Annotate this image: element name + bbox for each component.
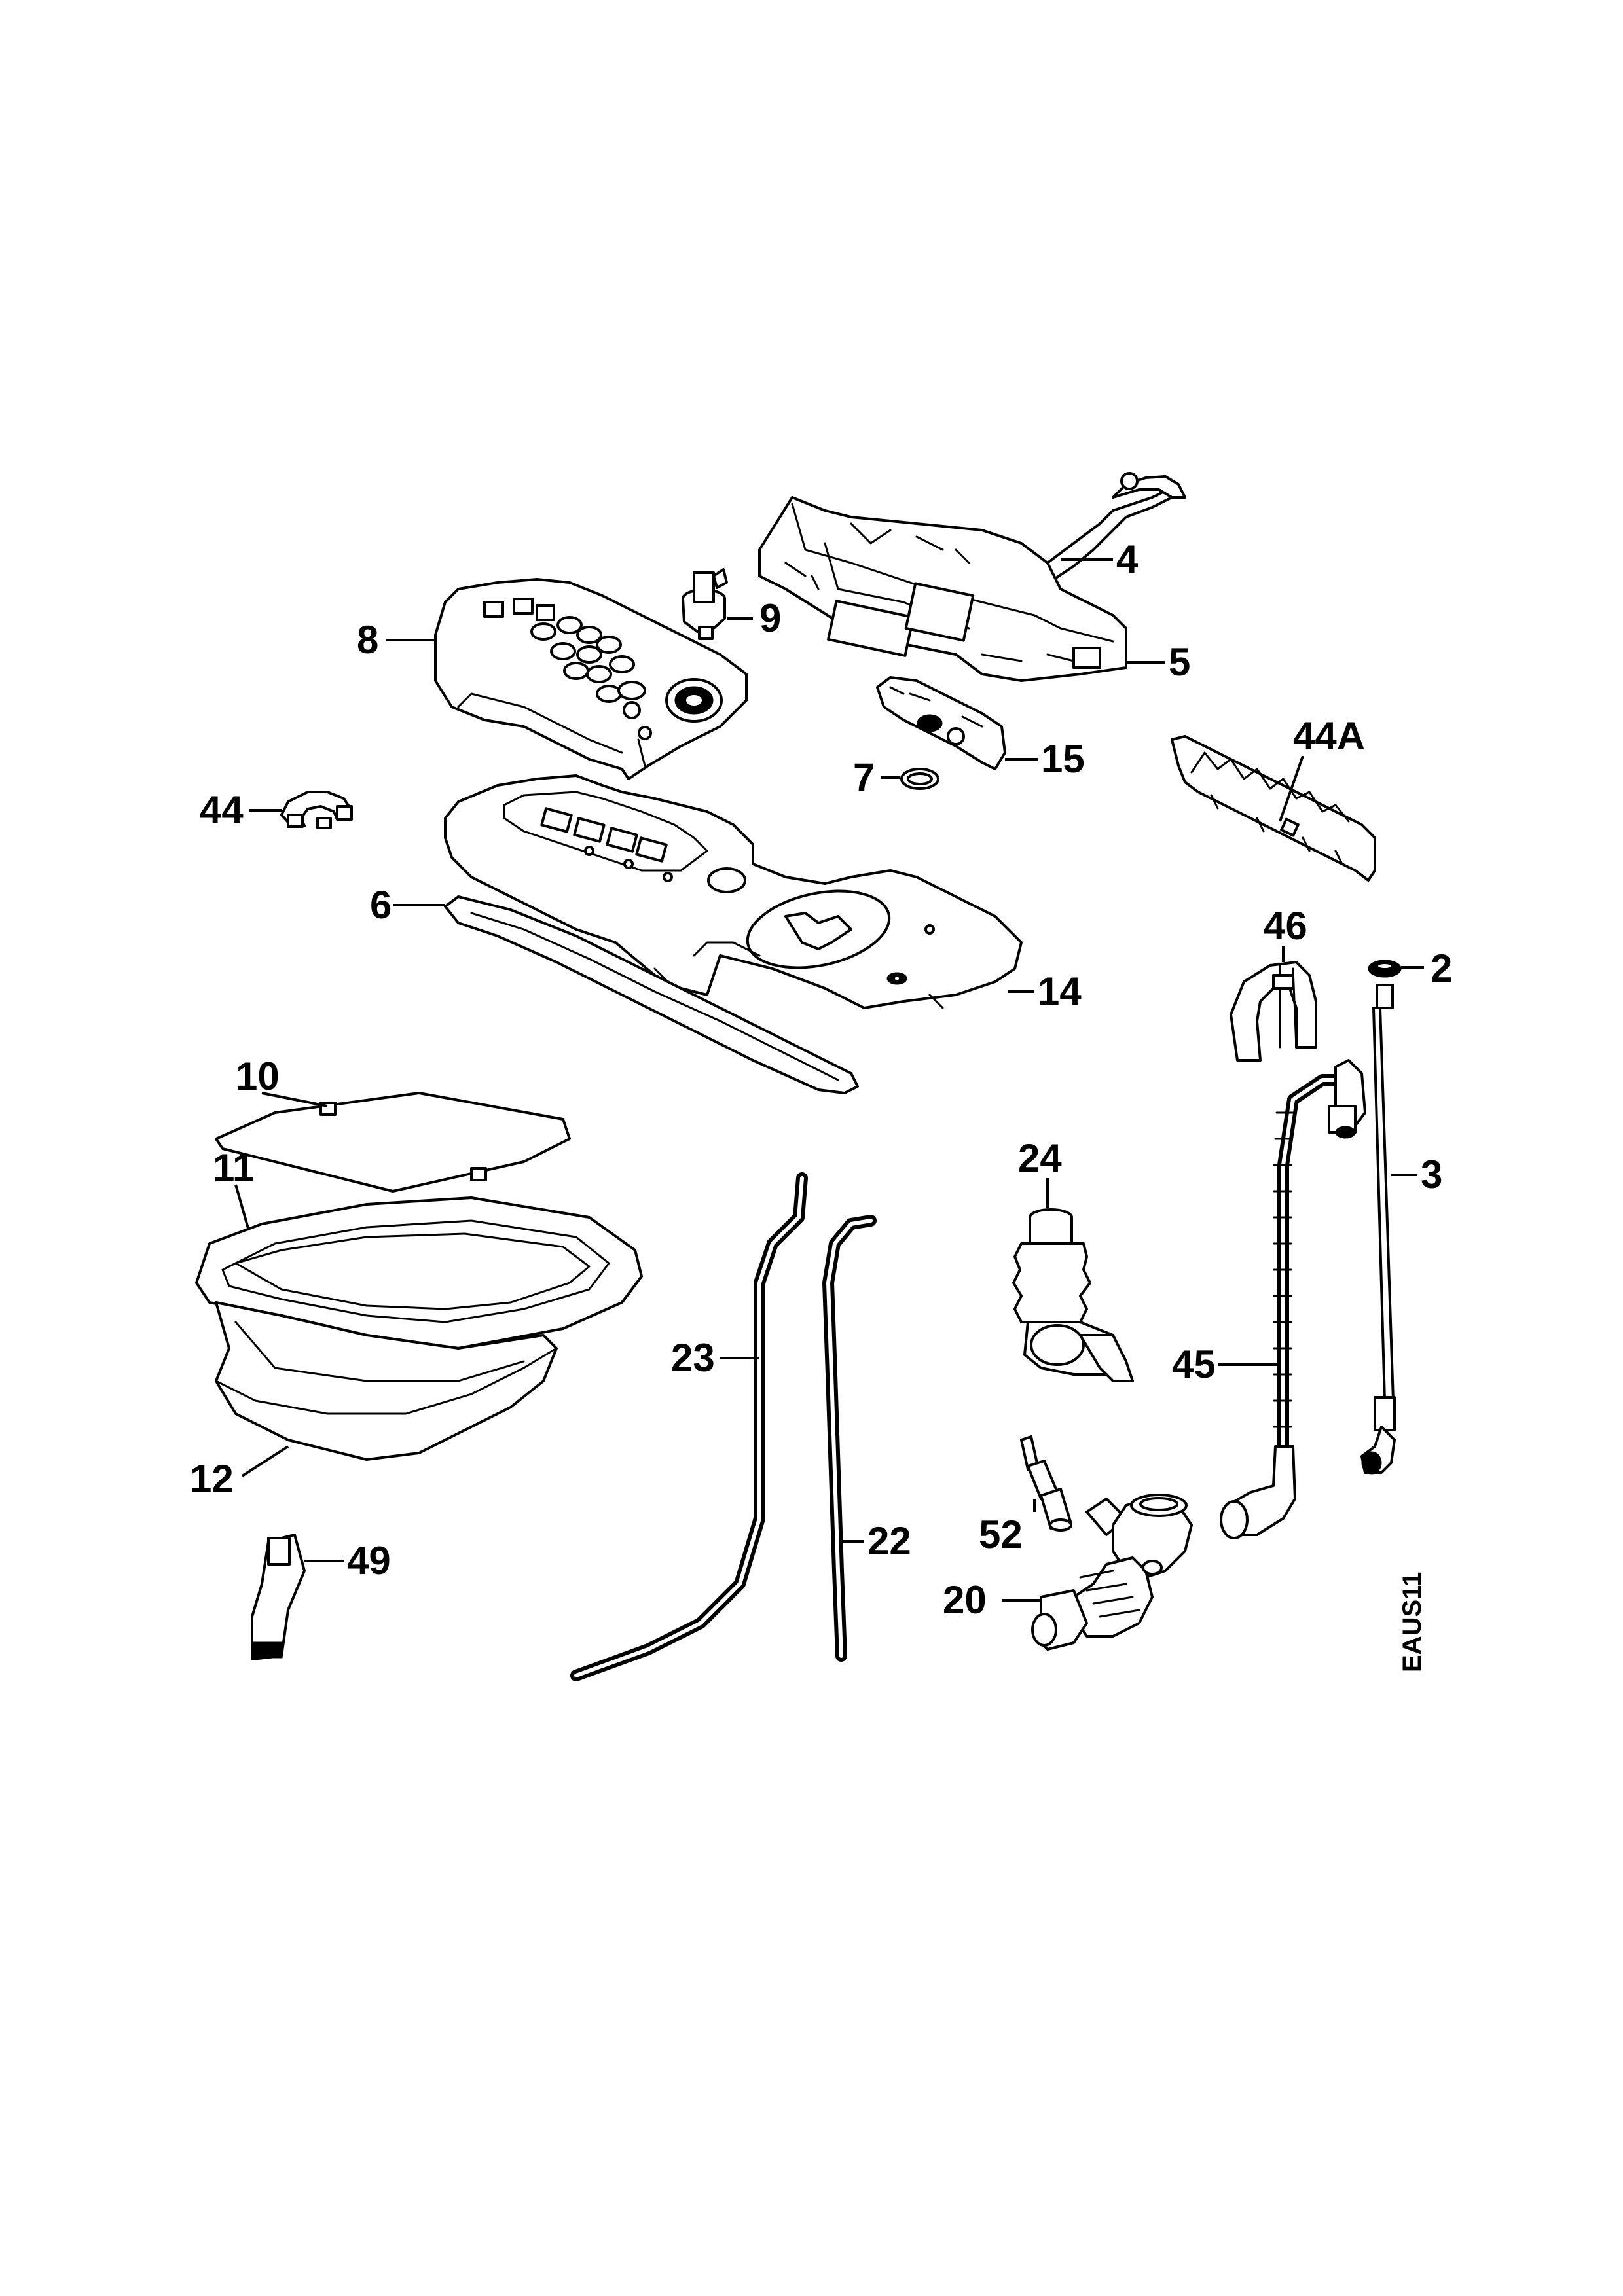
drawing-code: EAUS11 [1398,1572,1427,1672]
part-44a-rail: 44A [1171,714,1376,882]
part-45-drain-hose: 45 [1172,1059,1366,1539]
label-24: 24 [1018,1136,1062,1180]
part-2-washer: 2 [1368,946,1452,990]
label-3: 3 [1421,1153,1442,1196]
part-15-bracket: 15 [876,676,1085,781]
label-4: 4 [1116,537,1139,581]
label-44: 44 [200,788,244,832]
label-7: 7 [853,755,875,799]
part-23-hose: 23 [570,1172,808,1681]
part-10-lid: 10 [215,1054,571,1193]
label-8: 8 [357,618,378,662]
label-5: 5 [1169,640,1190,684]
part-52-valve: 52 [979,1435,1072,1556]
part-12-bellows: 12 [190,1301,558,1501]
label-2: 2 [1431,946,1452,990]
part-6-strip: 6 [370,883,859,1094]
part-7-o-ring: 7 [853,755,939,799]
label-12: 12 [190,1457,234,1501]
part-46-elbow: 46 [1230,904,1317,1062]
label-44a: 44A [1293,714,1365,758]
label-15: 15 [1041,737,1085,781]
label-14: 14 [1038,969,1082,1013]
part-9-switch: 9 [682,568,781,640]
label-20: 20 [943,1578,987,1622]
part-44-clip: 44 [200,788,353,832]
label-23: 23 [671,1336,715,1380]
label-6: 6 [370,883,392,927]
label-11: 11 [213,1146,254,1190]
label-46: 46 [1264,904,1307,948]
panel-buttons [483,598,646,703]
label-22: 22 [867,1519,911,1563]
part-24-sump-hose: 24 [1012,1136,1134,1382]
label-49: 49 [347,1539,391,1583]
label-52: 52 [979,1513,1023,1556]
part-5-housing: 5 [758,496,1190,684]
part-8-control-panel: 8 [357,578,748,780]
part-49-brush: 49 [251,1534,391,1660]
part-3-inlet-hose: 3 [1360,984,1442,1475]
label-10: 10 [236,1054,280,1098]
label-45: 45 [1172,1342,1216,1386]
part-14-base-plate: 14 [444,774,1082,1013]
part-20-pump-hose: 20 [943,1494,1193,1651]
part-22-hose: 22 [822,1215,911,1662]
label-9: 9 [759,596,781,640]
